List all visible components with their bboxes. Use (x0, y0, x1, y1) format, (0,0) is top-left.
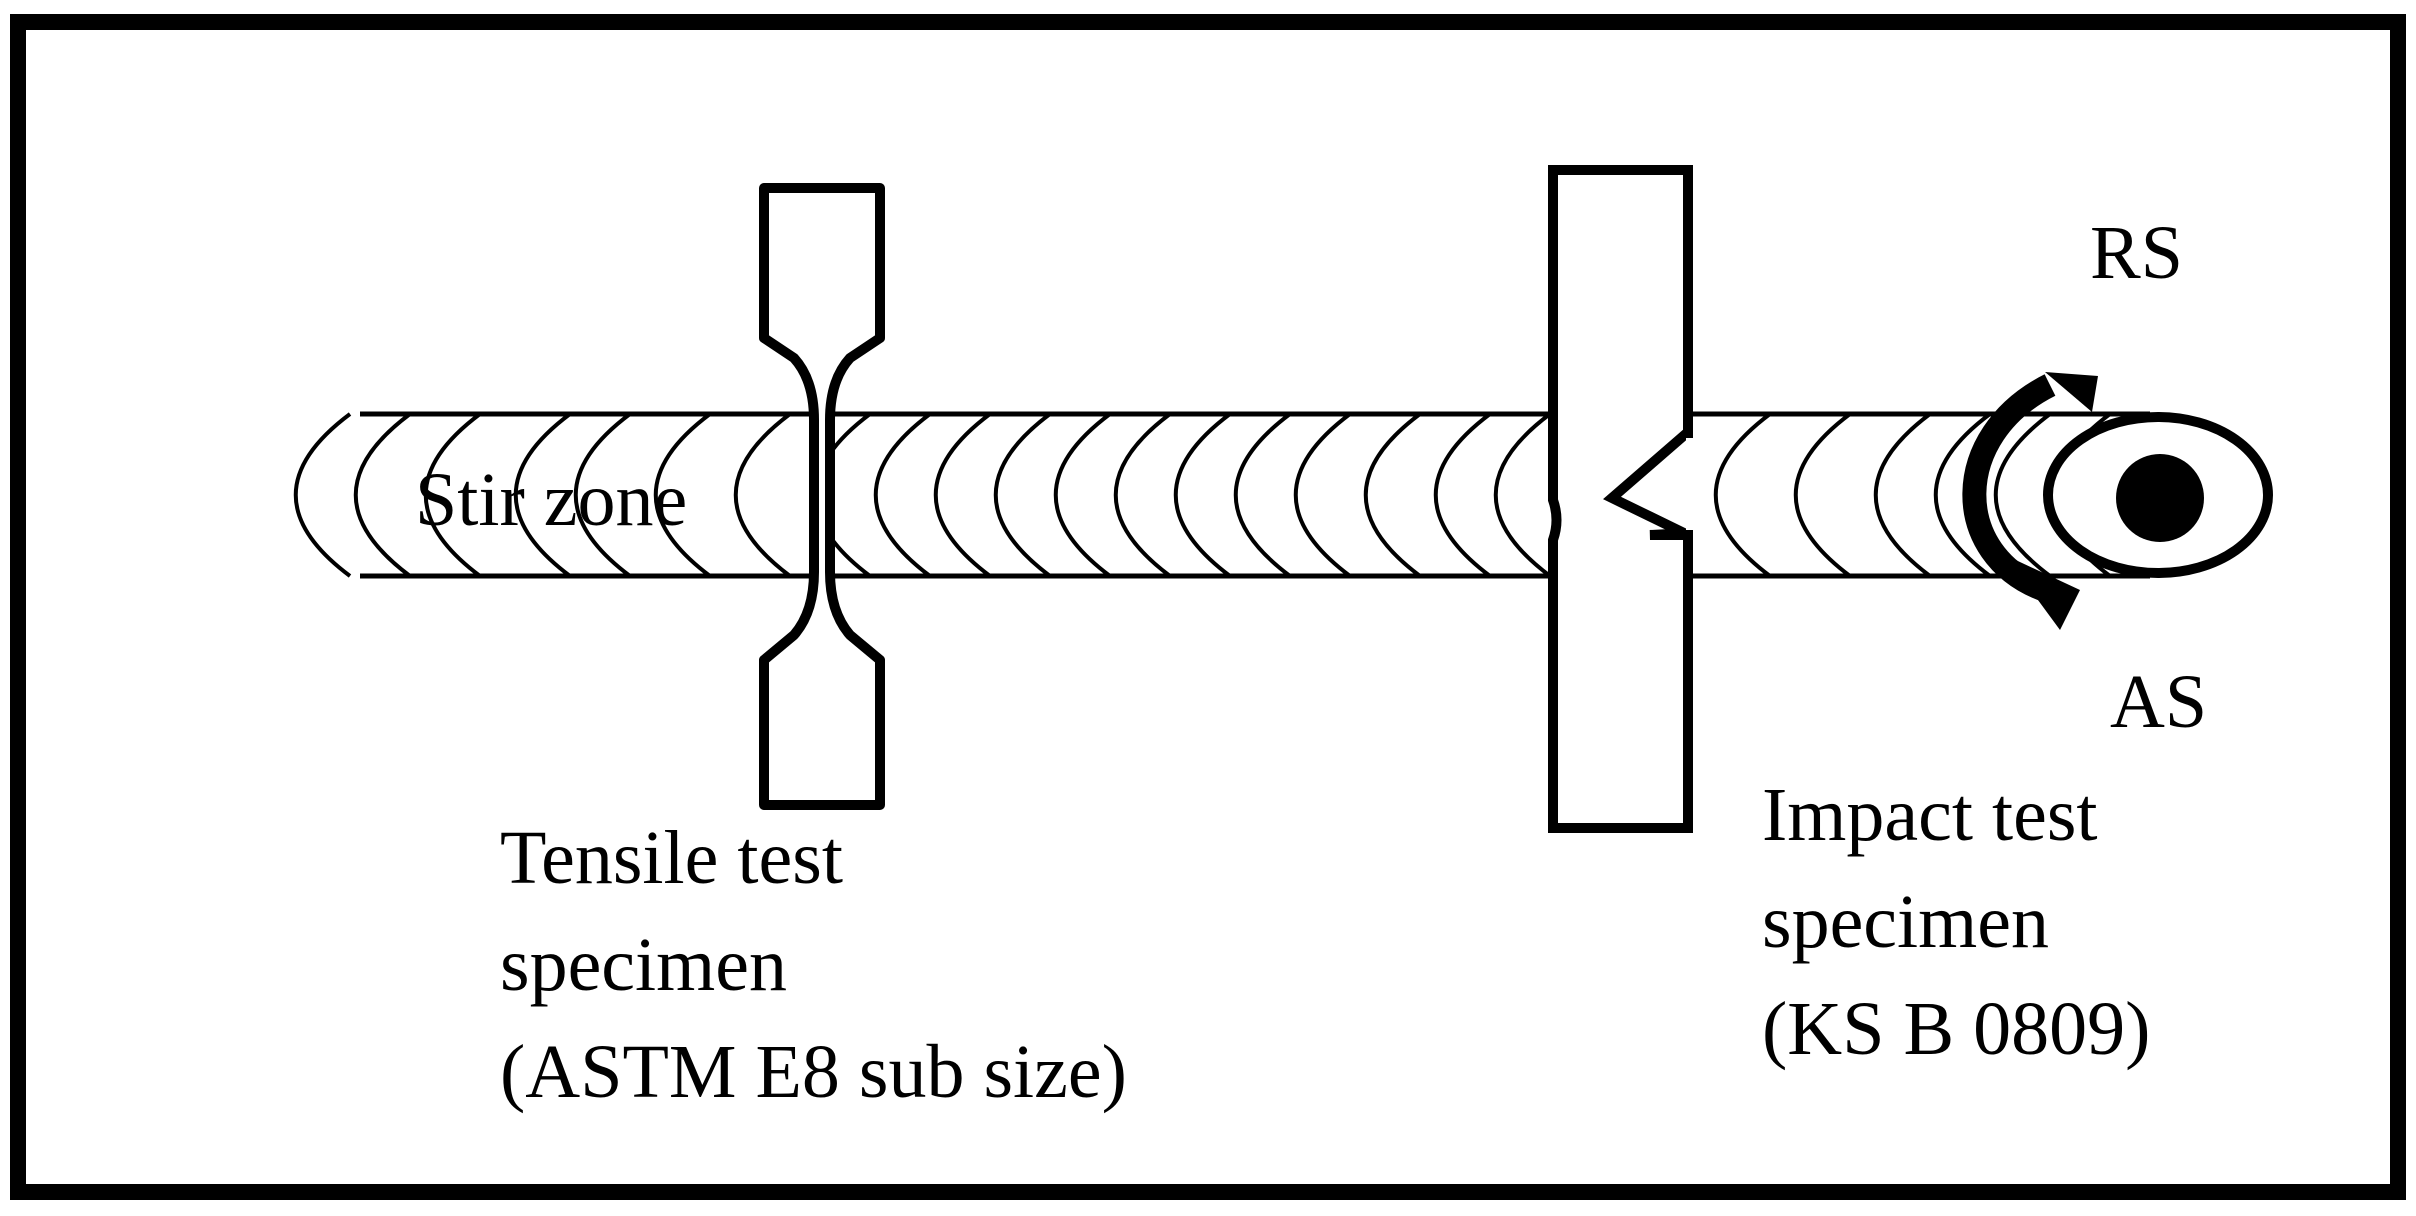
weld-ripple-arc (933, 412, 992, 578)
impact-specimen-caption: Impact test specimen (KS B 0809) (1762, 773, 2150, 1071)
weld-ripple-arc (1113, 412, 1172, 578)
weld-ripple-arc (513, 412, 572, 578)
weld-ripple-arc (1173, 412, 1232, 578)
retreating-side-label: RS (2090, 211, 2183, 295)
weld-ripple-arc (1433, 412, 1492, 578)
tool-pin (2116, 454, 2204, 542)
weld-ripple-arc (1993, 412, 2052, 578)
welding-tool (1962, 372, 2273, 630)
impact-notch (1603, 428, 1692, 540)
impact-caption-line2: specimen (1762, 880, 2049, 964)
weld-ripple-arc (1363, 412, 1422, 578)
weld-ripple-arc (1233, 412, 1292, 578)
weld-ripple-arc (1793, 412, 1852, 578)
tensile-specimen (759, 183, 885, 810)
tensile-caption-line1: Tensile test (500, 816, 843, 900)
tensile-specimen-caption: Tensile test specimen (ASTM E8 sub size) (500, 816, 1127, 1114)
weld-ripple-arc (1053, 412, 1112, 578)
tensile-caption-line3: (ASTM E8 sub size) (500, 1030, 1127, 1114)
tensile-caption-line2: specimen (500, 923, 787, 1007)
impact-caption-line1: Impact test (1762, 773, 2098, 857)
weld-ripple-arc (733, 412, 792, 578)
diagram-frame (10, 14, 2406, 1200)
rotation-arrowhead-icon (2005, 555, 2080, 630)
weld-ripple-arc (423, 412, 482, 578)
rotation-arrow (1962, 374, 2056, 602)
weld-ripple-arc (1713, 412, 1772, 578)
weld-ripple-arc (993, 412, 1052, 578)
weld-ripple-arc (1873, 412, 1932, 578)
stir-zone-label: Stir zone (415, 458, 687, 542)
weld-ripple-arc (653, 412, 712, 578)
weld-ripple-arc (293, 412, 352, 578)
weld-ripple-arc (353, 412, 412, 578)
weld-ripple-arc (1933, 412, 1992, 578)
weld-ripple-arc (1493, 412, 1552, 578)
weld-ripple-arc (873, 412, 932, 578)
rotation-tail (2045, 372, 2098, 412)
impact-caption-line3: (KS B 0809) (1762, 987, 2150, 1071)
advancing-side-label: AS (2110, 660, 2207, 744)
weld-ripple-arc (573, 412, 632, 578)
weld-ripple-arc (1293, 412, 1352, 578)
